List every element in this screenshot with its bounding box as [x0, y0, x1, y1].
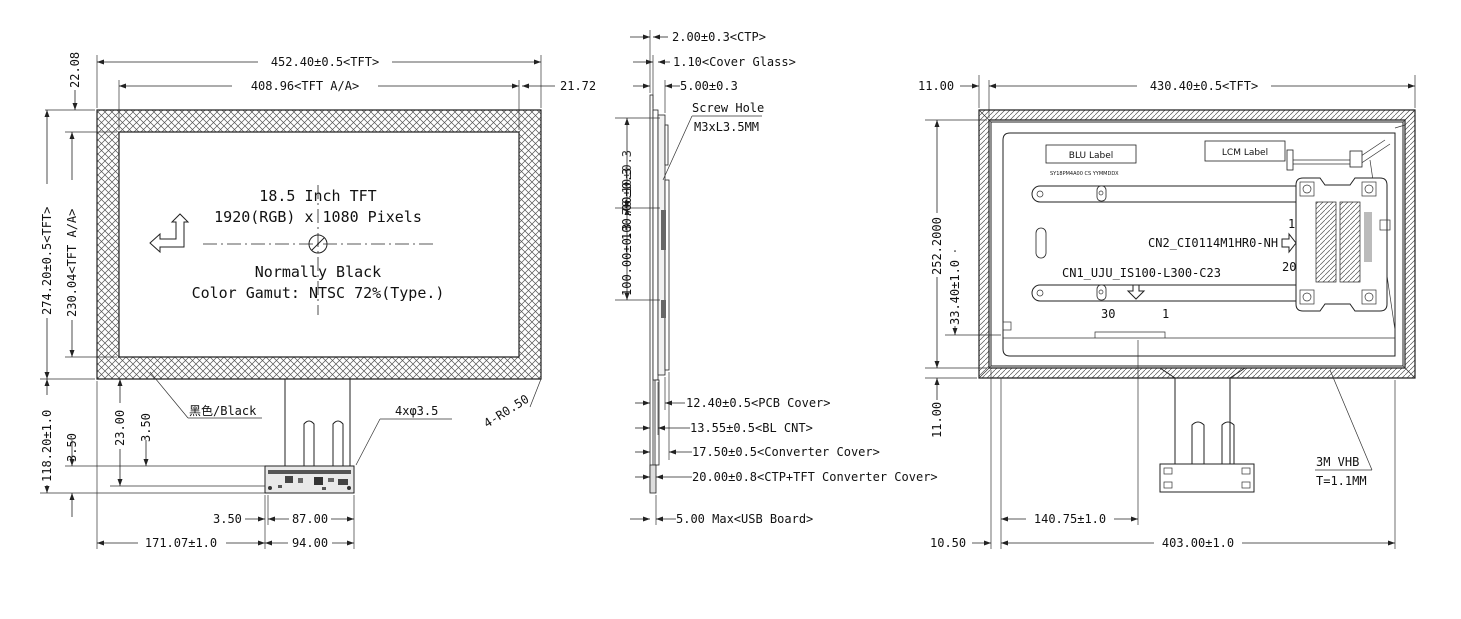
tft-layer: [652, 109, 659, 381]
bl-cnt-dim: 13.55±0.5<BL CNT>: [690, 421, 813, 435]
color-gamut-text: Color Gamut: NTSC 72%(Type.): [192, 284, 445, 302]
side-view: 2.00±0.3<CTP> 1.10<Cover Glass> 5.00±0.3…: [615, 30, 938, 526]
dim-33-40: 33.40±1.0: [948, 260, 962, 325]
lower-rail-slot: [1031, 284, 1300, 302]
cn1-pin-30: 30: [1101, 307, 1115, 321]
tft-active-width-dim: 408.96<TFT A/A>: [251, 79, 359, 93]
cn2-connector-label: CN2_CI0114M1HR0-NH: [1148, 236, 1278, 250]
label-code-text: SY18PM4A00 CS YYMMDDX: [1050, 171, 1119, 177]
resolution-text: 1920(RGB) x 1080 Pixels: [214, 208, 422, 226]
backplate: [1002, 132, 1396, 357]
back-width-dim: 430.40±0.5<TFT>: [1150, 79, 1258, 93]
cn1-connector-label: CN1_UJU_IS100-L300-C23: [1062, 266, 1221, 280]
depth-5-dim: 5.00±0.3: [680, 79, 738, 93]
vhb-tape-label: 3M VHB: [1316, 455, 1359, 469]
ctp-layer: [649, 94, 654, 493]
back-height-dim: 252.2000: [930, 217, 944, 275]
back-bottom-margin-dim: 11.00: [930, 402, 944, 438]
cn2-arrow-icon: [1281, 232, 1297, 254]
ctp-thickness-dim: 2.00±0.3<CTP>: [672, 30, 766, 44]
center-mark-icon: [308, 234, 328, 254]
display-mode-text: Normally Black: [255, 263, 381, 281]
tft-width-dim: 452.40±0.5<TFT>: [271, 55, 379, 69]
cn1-pin-1: 1: [1162, 307, 1169, 321]
back-view: BLU Label SY18PM4A00 CS YYMMDDX LCM Labe…: [918, 75, 1416, 550]
cn2-pin-20: 20: [1282, 260, 1296, 274]
vhb-thickness-label: T=1.1MM: [1316, 474, 1367, 488]
dim-23: 23.00: [113, 410, 127, 446]
mount-offset-dim: 76.10±0.3: [620, 150, 634, 215]
board-height-dim: 118.20±1.0: [40, 410, 54, 482]
blu-label-text: BLU Label: [1069, 151, 1113, 161]
top-margin-dim: 22.08: [68, 52, 82, 88]
black-area-label: 黑色/Black: [189, 404, 257, 418]
dim-350-upper: 3.50: [139, 413, 153, 442]
converter-cover-dim: 17.50±0.5<Converter Cover>: [692, 445, 880, 459]
mount-hole-label: 4xφ3.5: [395, 404, 438, 418]
orientation-arrow-icon: [149, 213, 190, 254]
board-width-dim: 87.00: [292, 512, 328, 526]
lcm-label-text: LCM Label: [1222, 148, 1268, 158]
right-margin-dim: 21.72: [560, 79, 596, 93]
screw-size-text: M3xL3.5MM: [694, 120, 759, 134]
cover-glass-dim: 1.10<Cover Glass>: [673, 55, 796, 69]
dim-350-horizontal: 3.50: [213, 512, 242, 526]
front-view: 18.5 Inch TFT 1920(RGB) x 1080 Pixels No…: [40, 52, 596, 550]
cn2-pin-1: 1: [1288, 217, 1295, 231]
upper-rail-slot: [1031, 185, 1300, 203]
back-fpc-cable: [1174, 378, 1231, 464]
usb-board-dim: 5.00 Max<USB Board>: [676, 512, 813, 526]
fpc-cable: [284, 379, 351, 468]
ctp-tft-converter-dim: 20.00±0.8<CTP+TFT Converter Cover>: [692, 470, 938, 484]
blu-label-box: [1045, 144, 1137, 164]
board-outer-dim: 94.00: [292, 536, 328, 550]
tft-active-height-dim: 230.04<TFT A/A>: [65, 209, 79, 317]
pcb-cover-dim: 12.40±0.5<PCB Cover>: [686, 396, 831, 410]
screw-hole-title: Screw Hole: [692, 101, 764, 115]
offset-x-dim: 171.07±1.0: [145, 536, 217, 550]
usb-board: [1159, 463, 1255, 493]
lcm-label-box: [1204, 140, 1286, 162]
back-left-margin-dim: 11.00: [918, 79, 954, 93]
bezel-black-area: [96, 109, 542, 380]
lower-mount-spacing-dim: 100.00±0.3: [620, 224, 634, 296]
back-bottom-width-dim: 403.00±1.0: [1162, 536, 1234, 550]
upper-mount-spacing-dim: 100.00±0.3: [620, 168, 634, 240]
cn1-arrow-icon: [1126, 284, 1146, 300]
display-size-title: 18.5 Inch TFT: [259, 187, 376, 205]
back-left-offset-dim: 10.50: [930, 536, 966, 550]
tft-height-dim: 274.20±0.5<TFT>: [40, 207, 54, 315]
corner-radius-label: 4-R0.50: [481, 392, 531, 431]
bottom-offset-dim: 3.50: [65, 433, 79, 462]
connector-x-dim: 140.75±1.0: [1034, 512, 1106, 526]
